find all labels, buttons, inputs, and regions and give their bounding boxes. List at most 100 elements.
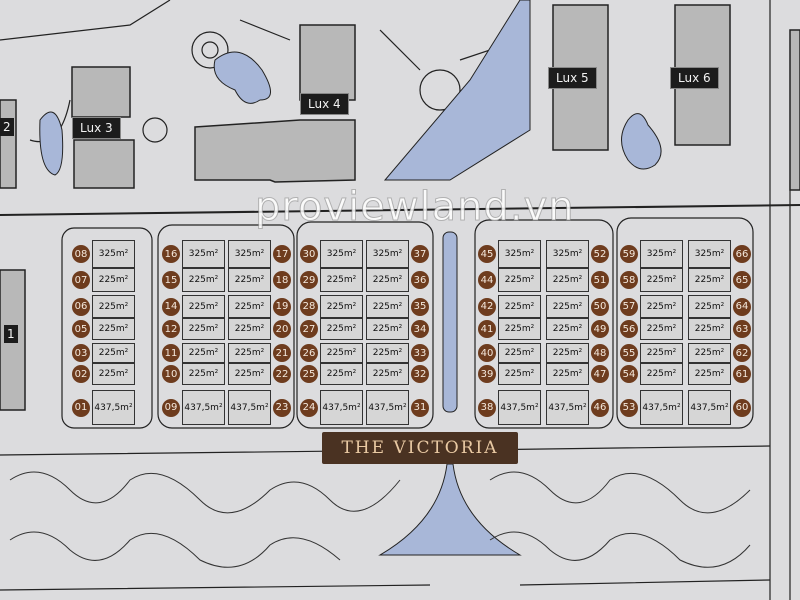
lot-number-badge: 53	[620, 398, 638, 417]
lot-number-badge: 37	[411, 245, 429, 263]
lot-18[interactable]: 225m²	[228, 268, 271, 292]
lot-60[interactable]: 437,5m²	[688, 390, 731, 425]
lot-49[interactable]: 225m²	[546, 318, 589, 340]
lot-47[interactable]: 225m²	[546, 363, 589, 385]
lot-12[interactable]: 225m²	[182, 318, 225, 340]
lot-08[interactable]: 325m²	[92, 240, 135, 268]
lot-number-badge: 48	[591, 344, 609, 362]
lot-59[interactable]: 325m²	[640, 240, 683, 268]
lot-number-badge: 24	[300, 398, 318, 417]
lot-number-badge: 21	[273, 344, 291, 362]
lot-65[interactable]: 225m²	[688, 268, 731, 292]
lot-56[interactable]: 225m²	[640, 318, 683, 340]
lot-number-badge: 66	[733, 245, 751, 263]
lot-number-badge: 42	[478, 297, 496, 316]
lot-number-badge: 64	[733, 297, 751, 316]
lot-27[interactable]: 225m²	[320, 318, 363, 340]
lot-number-badge: 47	[591, 365, 609, 383]
lot-31[interactable]: 437,5m²	[366, 390, 409, 425]
lot-21[interactable]: 225m²	[228, 343, 271, 363]
lot-37[interactable]: 325m²	[366, 240, 409, 268]
lot-number-badge: 10	[162, 365, 180, 383]
lot-41[interactable]: 225m²	[498, 318, 541, 340]
lot-01[interactable]: 437,5m²	[92, 390, 135, 425]
lot-44[interactable]: 225m²	[498, 268, 541, 292]
lot-33[interactable]: 225m²	[366, 343, 409, 363]
fountain	[378, 463, 522, 556]
lot-45[interactable]: 325m²	[498, 240, 541, 268]
lot-number-badge: 63	[733, 320, 751, 338]
lot-number-badge: 08	[72, 245, 90, 263]
lot-number-badge: 62	[733, 344, 751, 362]
lot-number-badge: 44	[478, 271, 496, 289]
lot-number-badge: 27	[300, 320, 318, 338]
lot-61[interactable]: 225m²	[688, 363, 731, 385]
lot-51[interactable]: 225m²	[546, 268, 589, 292]
lot-25[interactable]: 225m²	[320, 363, 363, 385]
lot-02[interactable]: 225m²	[92, 363, 135, 385]
lot-39[interactable]: 225m²	[498, 363, 541, 385]
lot-54[interactable]: 225m²	[640, 363, 683, 385]
lot-35[interactable]: 225m²	[366, 295, 409, 318]
lot-46[interactable]: 437,5m²	[546, 390, 589, 425]
lot-16[interactable]: 325m²	[182, 240, 225, 268]
lot-07[interactable]: 225m²	[92, 268, 135, 292]
lot-55[interactable]: 225m²	[640, 343, 683, 363]
lot-40[interactable]: 225m²	[498, 343, 541, 363]
lot-11[interactable]: 225m²	[182, 343, 225, 363]
lot-48[interactable]: 225m²	[546, 343, 589, 363]
lot-number-badge: 39	[478, 365, 496, 383]
lot-number-badge: 33	[411, 344, 429, 362]
lot-10[interactable]: 225m²	[182, 363, 225, 385]
lot-64[interactable]: 225m²	[688, 295, 731, 318]
lot-number-badge: 49	[591, 320, 609, 338]
lot-62[interactable]: 225m²	[688, 343, 731, 363]
lot-22[interactable]: 225m²	[228, 363, 271, 385]
lot-15[interactable]: 225m²	[182, 268, 225, 292]
lot-20[interactable]: 225m²	[228, 318, 271, 340]
lot-number-badge: 40	[478, 344, 496, 362]
lot-17[interactable]: 325m²	[228, 240, 271, 268]
lot-52[interactable]: 325m²	[546, 240, 589, 268]
lot-number-badge: 61	[733, 365, 751, 383]
lot-32[interactable]: 225m²	[366, 363, 409, 385]
lot-09[interactable]: 437,5m²	[182, 390, 225, 425]
lot-30[interactable]: 325m²	[320, 240, 363, 268]
lot-number-badge: 50	[591, 297, 609, 316]
lot-50[interactable]: 225m²	[546, 295, 589, 318]
lot-34[interactable]: 225m²	[366, 318, 409, 340]
lot-42[interactable]: 225m²	[498, 295, 541, 318]
lot-58[interactable]: 225m²	[640, 268, 683, 292]
lot-63[interactable]: 225m²	[688, 318, 731, 340]
lot-06[interactable]: 225m²	[92, 295, 135, 318]
lot-36[interactable]: 225m²	[366, 268, 409, 292]
lot-38[interactable]: 437,5m²	[498, 390, 541, 425]
lot-66[interactable]: 325m²	[688, 240, 731, 268]
lot-23[interactable]: 437,5m²	[228, 390, 271, 425]
lot-53[interactable]: 437,5m²	[640, 390, 683, 425]
lot-number-badge: 36	[411, 271, 429, 289]
lot-05[interactable]: 225m²	[92, 318, 135, 340]
lot-number-badge: 23	[273, 398, 291, 417]
lot-19[interactable]: 225m²	[228, 295, 271, 318]
lot-26[interactable]: 225m²	[320, 343, 363, 363]
lot-number-badge: 05	[72, 320, 90, 338]
lot-number-badge: 56	[620, 320, 638, 338]
project-title: THE VICTORIA	[322, 432, 518, 464]
lot-number-badge: 34	[411, 320, 429, 338]
lot-24[interactable]: 437,5m²	[320, 390, 363, 425]
lot-number-badge: 35	[411, 297, 429, 316]
building-label-lux-6: Lux 6	[670, 67, 719, 89]
lot-29[interactable]: 225m²	[320, 268, 363, 292]
lot-28[interactable]: 225m²	[320, 295, 363, 318]
lot-03[interactable]: 225m²	[92, 343, 135, 363]
lot-number-badge: 29	[300, 271, 318, 289]
building-label-lux-5: Lux 5	[548, 67, 597, 89]
lot-57[interactable]: 225m²	[640, 295, 683, 318]
lot-number-badge: 02	[72, 365, 90, 383]
lot-14[interactable]: 225m²	[182, 295, 225, 318]
lot-number-badge: 26	[300, 344, 318, 362]
lot-number-badge: 65	[733, 271, 751, 289]
lot-number-badge: 32	[411, 365, 429, 383]
lot-number-badge: 19	[273, 297, 291, 316]
